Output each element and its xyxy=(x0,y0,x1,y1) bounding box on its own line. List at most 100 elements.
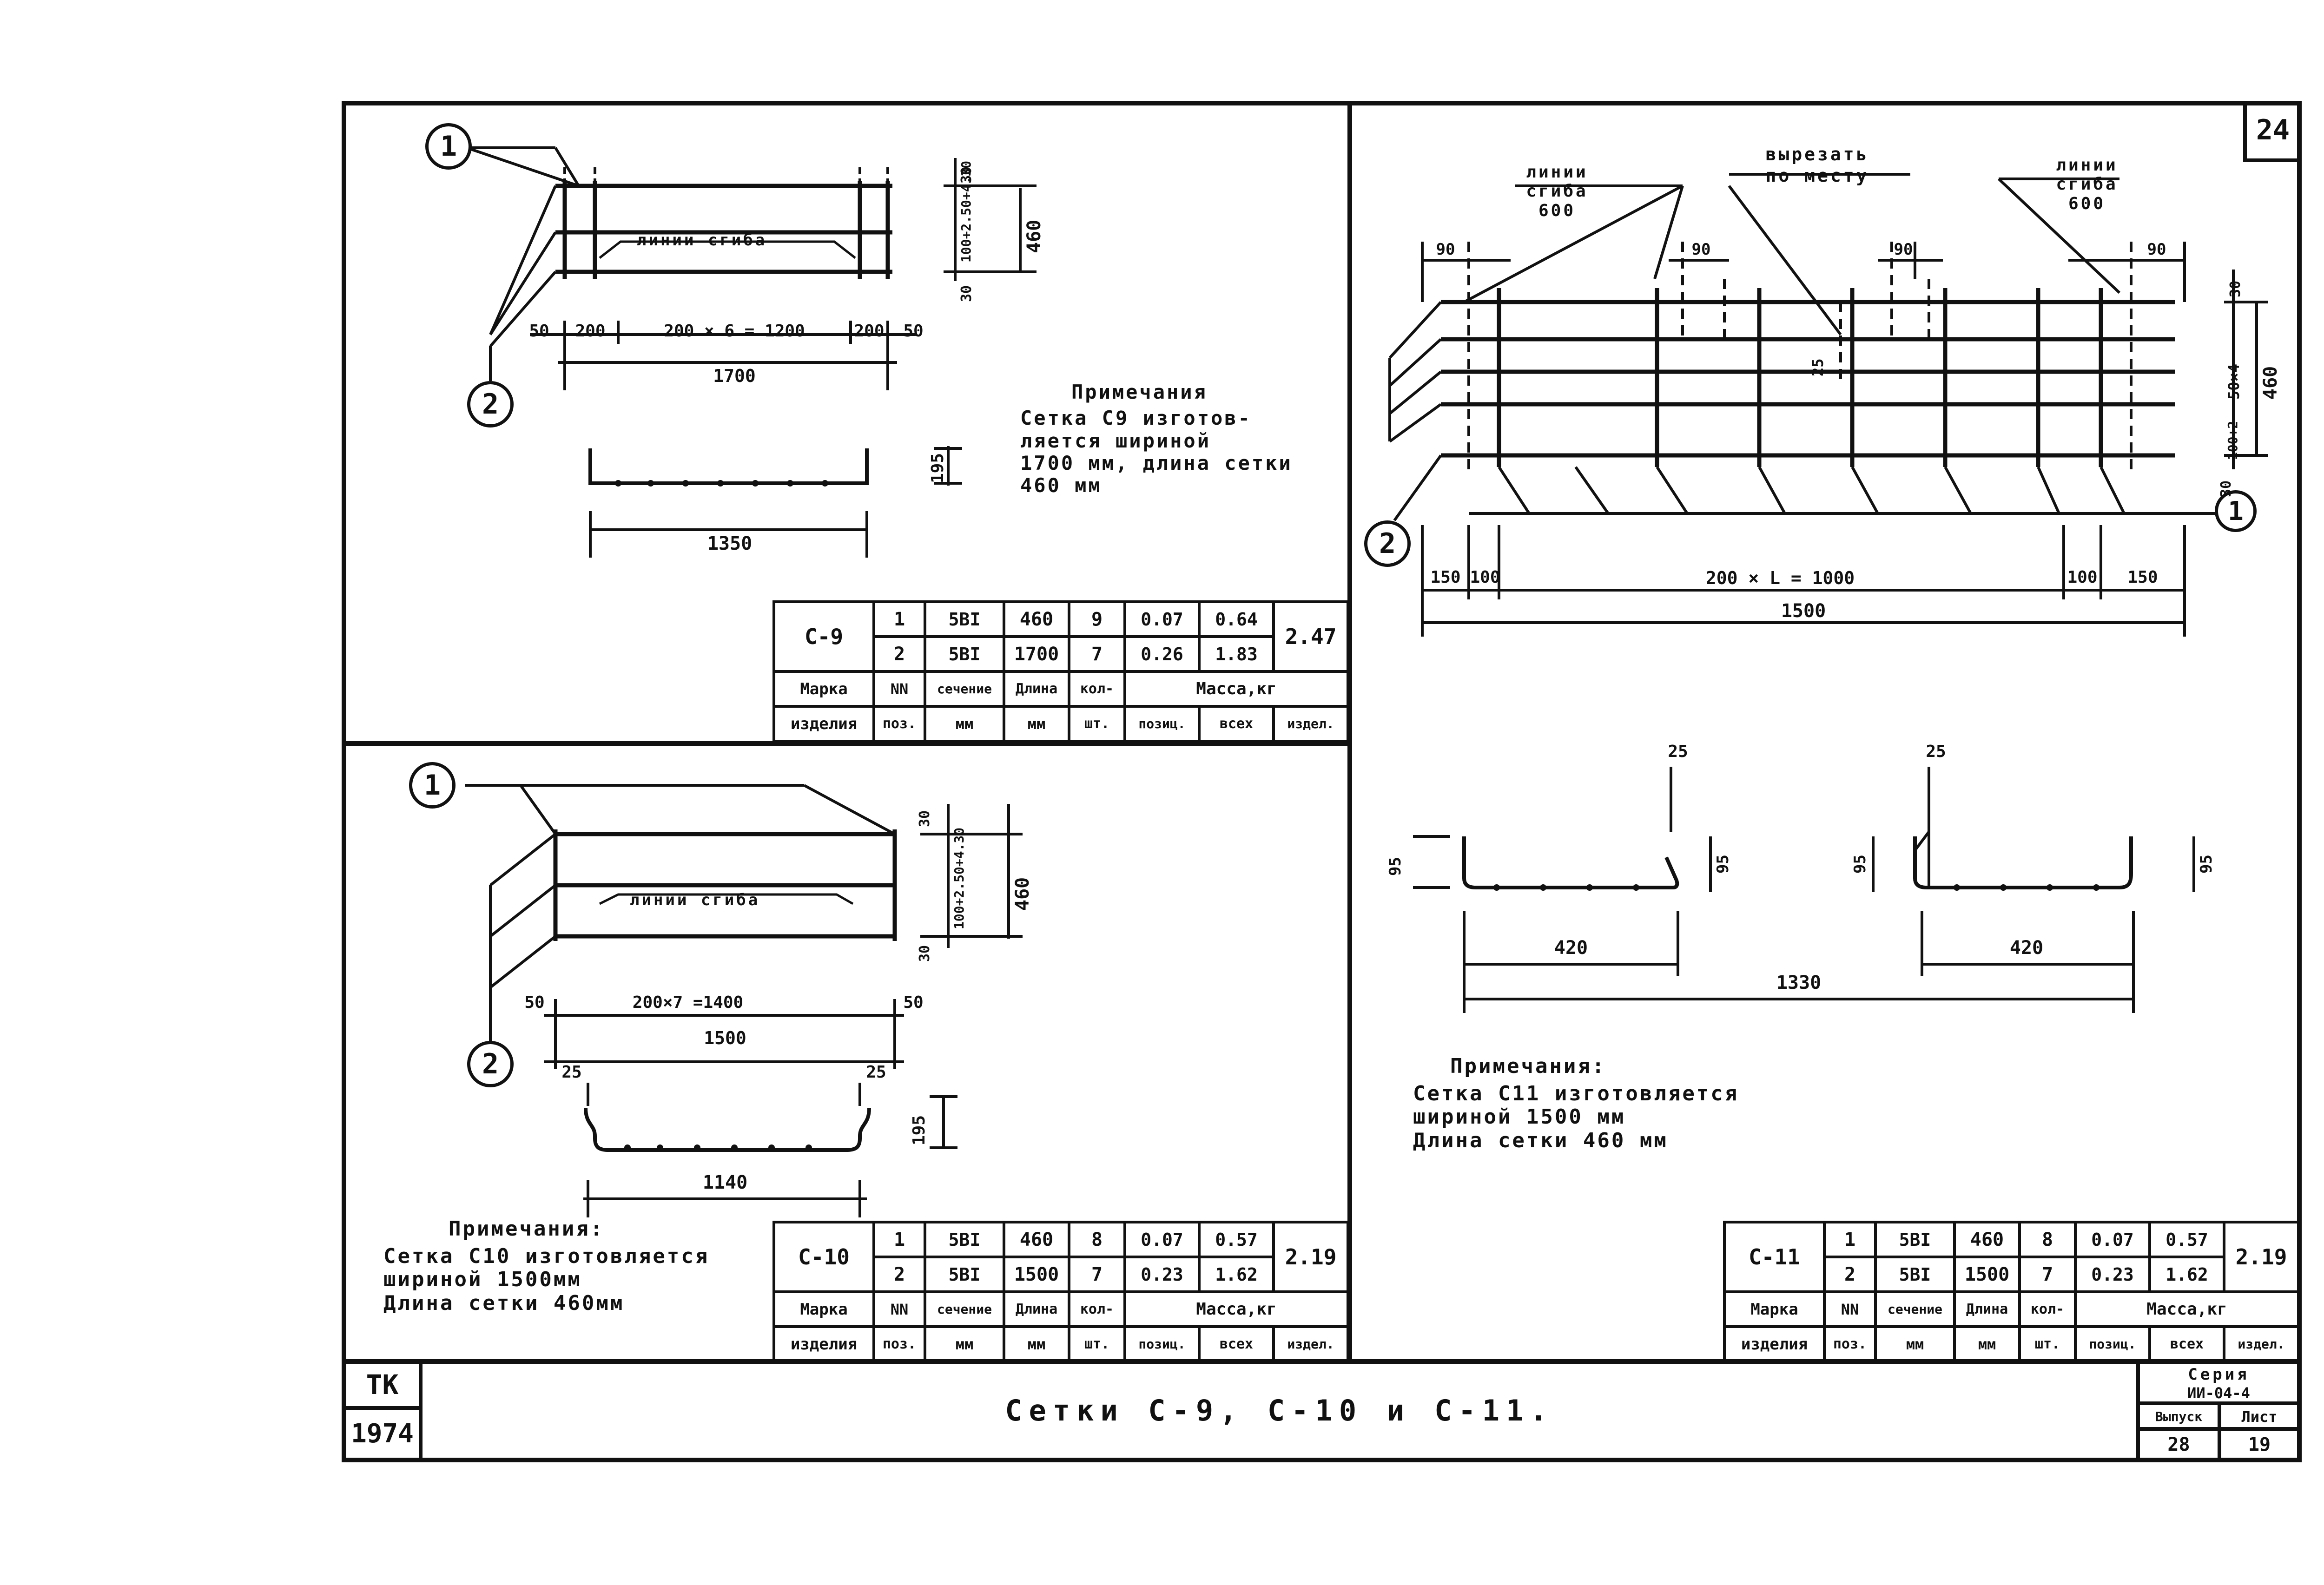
c11-cut-line-2: по месту xyxy=(1765,165,1869,186)
c10-side-dim-middle: 100+2.50+4.30 xyxy=(951,827,967,929)
c9-hdr-length-1: Длина xyxy=(1015,680,1058,697)
table-cell: 8 xyxy=(1091,1229,1103,1250)
c11-bend-left-line-2: сгиба xyxy=(1526,182,1588,201)
c11-bend-left-label: линии сгиба 600 xyxy=(1497,163,1618,220)
c11-note-title: Примечания: xyxy=(1450,1054,1606,1078)
c11-side-dim-30-bottom: 30 xyxy=(2218,480,2234,497)
c10-hdr-section-2: мм xyxy=(955,1335,974,1353)
c11-bend-right-line-2: сгиба xyxy=(2056,175,2118,194)
c11-side-dim-30-top: 30 xyxy=(2227,280,2244,297)
table-cell: 2 xyxy=(893,1263,905,1285)
c11-table-total: 2.19 xyxy=(2235,1244,2287,1269)
table-cell: 8 xyxy=(2041,1229,2053,1250)
c11-hdr-section-2: мм xyxy=(1906,1335,1924,1353)
c11-dim-90-b: 90 xyxy=(1691,240,1711,259)
c11-dim-90-c: 90 xyxy=(1894,240,1913,259)
c11-position-2-marker: 2 xyxy=(1364,520,1411,567)
table-cell: 0.07 xyxy=(1141,1229,1183,1250)
c11-hdr-length-1: Длина xyxy=(1966,1301,2008,1317)
c9-bend-line-label: линии сгиба xyxy=(637,231,767,250)
c9-dim-50-left: 50 xyxy=(529,322,549,341)
c10-hdr-qty-1: кол- xyxy=(1080,1301,1114,1317)
c9-position-1-label: 1 xyxy=(440,130,457,163)
c11-side-dim-total: 460 xyxy=(2260,366,2281,400)
c10-note-line-2: шириной 1500мм xyxy=(383,1268,582,1292)
c10-dim-50-right: 50 xyxy=(903,993,924,1012)
c10-position-2-label: 2 xyxy=(482,1048,499,1080)
c11-profile-lip-a: 25 xyxy=(1668,742,1688,761)
table-cell: 1.83 xyxy=(1215,644,1258,664)
c9-side-dim-total: 460 xyxy=(1023,219,1045,253)
c11-note-line-3: Длина сетки 460 мм xyxy=(1413,1128,1668,1152)
c10-table-mark: С-10 xyxy=(798,1244,850,1269)
c10-dim-middle: 200×7 =1400 xyxy=(632,993,744,1012)
table-cell: 5ВI xyxy=(948,609,981,630)
c10-note-line-3: Длина сетки 460мм xyxy=(383,1291,625,1315)
c9-hdr-length-2: мм xyxy=(1027,715,1046,733)
table-cell: 1500 xyxy=(1014,1263,1059,1285)
title-block-org: ТК xyxy=(366,1369,399,1401)
table-cell: 0.57 xyxy=(2166,1229,2208,1250)
table-cell: 5ВI xyxy=(1899,1229,1931,1250)
c11-bend-left-line-3: 600 xyxy=(1538,201,1576,220)
c9-hdr-pos-1: NN xyxy=(890,680,909,698)
c11-profile-width-total: 1330 xyxy=(1776,972,1822,993)
c11-dim-100-right: 100 xyxy=(2067,568,2098,587)
c9-note-line-2: ляется шириной xyxy=(1020,429,1211,452)
c10-hdr-mass-all: всех xyxy=(1219,1335,1254,1352)
table-cell: 0.57 xyxy=(1215,1229,1258,1250)
c11-hdr-mark-1: Марка xyxy=(1750,1300,1798,1319)
c10-hdr-mass-pos: позиц. xyxy=(1138,1336,1186,1352)
c9-profile-width: 1350 xyxy=(707,533,753,554)
c11-hdr-mark-2: изделия xyxy=(1741,1335,1808,1354)
c9-hdr-mass-item: издел. xyxy=(1287,716,1334,731)
c11-profile-h2: 95 xyxy=(1714,855,1732,874)
c11-profile-h1: 95 xyxy=(1386,857,1405,876)
c11-bend-left-line-1: линии xyxy=(1526,163,1588,182)
table-cell: 1.62 xyxy=(1215,1264,1258,1285)
series-label: Серия xyxy=(2188,1365,2250,1384)
c11-hdr-length-2: мм xyxy=(1978,1335,1996,1353)
c11-table-mark: С-11 xyxy=(1749,1244,1800,1269)
table-cell: 460 xyxy=(1019,1229,1054,1250)
c11-hdr-mass-item: издел. xyxy=(2238,1336,2285,1352)
c11-profile-h3: 95 xyxy=(1851,855,1869,874)
c11-dim-90-a: 90 xyxy=(1436,240,1455,259)
c10-hdr-pos-2: поз. xyxy=(882,1335,917,1352)
c10-table-total: 2.19 xyxy=(1285,1244,1337,1269)
c11-bend-right-label: линии сгиба 600 xyxy=(2031,156,2143,213)
c10-position-2-marker: 2 xyxy=(467,1041,514,1087)
c10-dim-total: 1500 xyxy=(704,1028,746,1048)
c9-dim-middle: 200 × 6 = 1200 xyxy=(664,322,805,341)
c10-side-dim-30-top: 30 xyxy=(917,810,933,827)
c11-side-dim-50x4: 50×4 xyxy=(2225,363,2243,400)
c11-dim-100-left: 100 xyxy=(1470,568,1500,587)
issue-label: Выпуск xyxy=(2155,1408,2203,1424)
table-cell: 5ВI xyxy=(948,644,981,664)
table-cell: 5ВI xyxy=(948,1264,981,1285)
c11-position-1-marker: 1 xyxy=(2215,490,2257,532)
c11-hdr-mass: Масса,кг xyxy=(2146,1299,2227,1319)
c9-note: Примечания Сетка С9 изготов- ляется шири… xyxy=(1020,381,1293,497)
table-cell: 0.64 xyxy=(1215,609,1258,630)
table-cell: 1500 xyxy=(1964,1263,2010,1285)
c10-profile-lip-right: 25 xyxy=(866,1063,886,1082)
table-cell: 5ВI xyxy=(1899,1264,1931,1285)
c11-dim-150-left: 150 xyxy=(1430,568,1461,587)
c10-hdr-mass: Масса,кг xyxy=(1196,1299,1277,1319)
c10-profile-lip-left: 25 xyxy=(561,1063,582,1082)
table-cell: 2 xyxy=(893,643,905,665)
c10-profile-width: 1140 xyxy=(702,1172,748,1193)
c10-hdr-mass-item: издел. xyxy=(1287,1336,1334,1352)
c10-hdr-length-2: мм xyxy=(1027,1335,1046,1353)
table-cell: 7 xyxy=(1091,643,1103,665)
c11-hdr-section-1: сечение xyxy=(1887,1301,1942,1317)
c9-table-total: 2.47 xyxy=(1285,624,1337,649)
c9-hdr-mark-1: Марка xyxy=(800,679,848,698)
c11-dim-150-right: 150 xyxy=(2127,568,2158,587)
c11-hdr-qty-2: шт. xyxy=(2034,1335,2060,1352)
c10-hdr-pos-1: NN xyxy=(890,1300,909,1318)
c10-bend-line-label: линии сгиба xyxy=(630,891,760,909)
table-cell: 1 xyxy=(893,1229,905,1250)
